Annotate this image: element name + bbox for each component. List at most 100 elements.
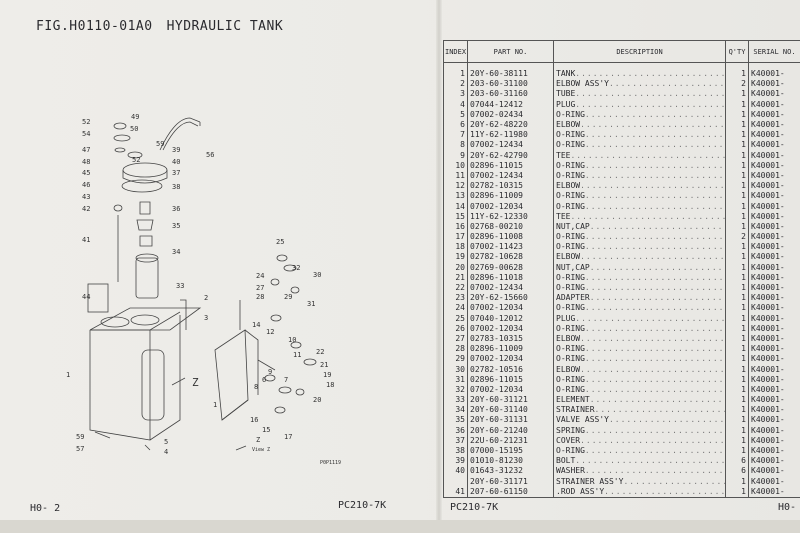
row-qty: 1 [725, 364, 749, 375]
row-qty: 1 [725, 344, 749, 355]
row-qty: 1 [725, 119, 749, 131]
row-index [443, 476, 468, 487]
description-text: O-RING [556, 140, 585, 150]
row-index: 22 [443, 282, 468, 294]
row-description: TEE.....................................… [553, 150, 726, 161]
row-serial: K40001- [748, 150, 800, 161]
row-qty: 1 [725, 99, 749, 110]
row-qty: 1 [725, 150, 749, 161]
leader-dots: ........................................… [584, 109, 725, 119]
row-serial: K40001- [748, 89, 800, 100]
callout: 42 [82, 205, 90, 213]
callout: 18 [326, 381, 334, 389]
leader-dots: ........................................… [589, 293, 725, 303]
leader-dots: ........................................… [584, 242, 725, 252]
row-part-no: 07002-12434 [467, 170, 554, 182]
row-description: STRAINER................................… [553, 405, 726, 416]
row-serial: K40001- [748, 486, 800, 498]
leader-dots: ........................................… [589, 221, 725, 231]
row-index: 20 [443, 262, 468, 273]
callout: 43 [82, 193, 90, 201]
callout: 36 [172, 205, 180, 213]
row-index: 15 [443, 211, 468, 222]
row-part-no: 203-60-31160 [467, 89, 554, 100]
row-part-no: 01643-31232 [467, 466, 554, 477]
row-description: WASHER..................................… [553, 466, 726, 477]
row-description: TEE.....................................… [553, 211, 726, 222]
row-index: 29 [443, 354, 468, 365]
row-index: 2 [443, 79, 468, 90]
description-text: ELBOW [556, 120, 581, 130]
callout: 50 [130, 125, 138, 133]
row-description: O-RING..................................… [553, 282, 726, 294]
row-serial: K40001- [748, 109, 800, 120]
callout: 14 [252, 321, 260, 329]
callout: 8 [254, 383, 258, 391]
view-z-label: Z [192, 376, 199, 389]
callout: Z [256, 436, 260, 444]
callout: 30 [313, 271, 321, 279]
leader-dots: ........................................… [584, 140, 725, 150]
row-description: O-RING..................................… [553, 232, 726, 243]
description-text: TEE [556, 150, 571, 160]
row-part-no: 02782-10516 [467, 364, 554, 375]
description-text: TUBE [556, 89, 576, 99]
row-part-no: 07002-12034 [467, 384, 554, 395]
row-qty: 1 [725, 293, 749, 304]
callout: 2 [204, 294, 208, 302]
row-index: 27 [443, 333, 468, 345]
row-qty: 1 [725, 109, 749, 120]
row-qty: 1 [725, 374, 749, 385]
left-callouts: 52 49 54 50 59 56 47 39 48 52 40 45 37 4… [66, 113, 214, 456]
row-description: ELEMENT.................................… [553, 395, 726, 406]
right-model: PC210-7K [450, 502, 499, 513]
callout: 1 [66, 371, 70, 379]
row-index: 35 [443, 415, 468, 426]
row-qty: 1 [725, 201, 749, 212]
row-part-no: 22U-60-21231 [467, 435, 554, 446]
description-text: ELBOW [556, 181, 581, 191]
row-part-no: 07002-12034 [467, 303, 554, 314]
row-qty: 1 [725, 323, 749, 334]
left-model: PC210-7K [338, 500, 387, 511]
row-part-no: 02896-11018 [467, 272, 554, 283]
col-part-no: PART NO. [467, 40, 554, 63]
row-qty: 1 [725, 170, 749, 182]
row-qty: 1 [725, 252, 749, 263]
row-part-no: 01010-81230 [467, 456, 554, 467]
leader-dots: ........................................… [584, 466, 725, 476]
description-text: STRAINER [556, 405, 595, 415]
row-serial: K40001- [748, 333, 800, 345]
row-description: NUT,CAP.................................… [553, 262, 726, 273]
row-serial: K40001- [748, 232, 800, 243]
row-qty: 1 [725, 160, 749, 171]
row-index: 8 [443, 140, 468, 151]
row-description: O-RING..................................… [553, 191, 726, 202]
row-description: ELBOW...................................… [553, 333, 726, 345]
row-index: 30 [443, 364, 468, 375]
description-text: O-RING [556, 242, 585, 252]
row-part-no: 07000-15195 [467, 445, 554, 457]
row-serial: K40001- [748, 354, 800, 365]
row-serial: K40001- [748, 191, 800, 202]
callout: 52 [132, 156, 140, 164]
row-index: 33 [443, 395, 468, 406]
row-serial: K40001- [748, 130, 800, 141]
row-serial: K40001- [748, 476, 800, 487]
row-serial: K40001- [748, 445, 800, 457]
